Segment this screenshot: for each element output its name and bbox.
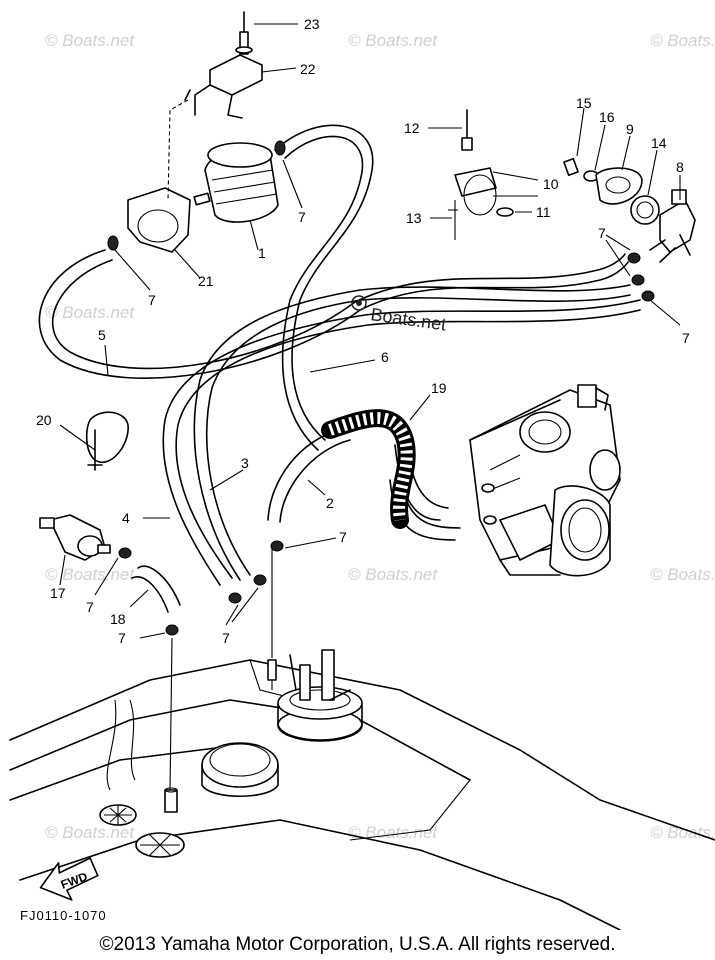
- watermark: © Boats.net: [45, 303, 135, 322]
- leader-lines: [59, 23, 681, 791]
- watermark: © Boats.net: [348, 823, 438, 842]
- callout-14: 14: [651, 135, 667, 151]
- hull-outline: [9, 659, 715, 930]
- callout-7: 7: [222, 630, 230, 646]
- watermark: © Boats.net: [348, 565, 438, 584]
- hose-clips: [107, 140, 655, 636]
- watermark: © Boats.net: [45, 565, 135, 584]
- callout-7: 7: [118, 630, 126, 646]
- watermark: © Boats.net: [650, 565, 715, 584]
- callout-6: 6: [381, 349, 389, 365]
- carburetor: [469, 384, 621, 577]
- corrugated-hose-19: [321, 409, 416, 529]
- drawing-code: FJ0110-1070: [20, 908, 107, 923]
- callout-2: 2: [326, 495, 334, 511]
- callout-7: 7: [682, 330, 690, 346]
- callout-7: 7: [86, 599, 94, 615]
- callout-3: 3: [241, 455, 249, 471]
- callout-9: 9: [626, 121, 634, 137]
- callout-5: 5: [98, 327, 106, 343]
- callout-23: 23: [304, 16, 320, 32]
- callout-10: 10: [543, 176, 559, 192]
- drain-plug-parts: [99, 787, 185, 858]
- fuel-system-exploded-diagram: © Boats.net © Boats.net © Boats.net © Bo…: [9, 11, 715, 930]
- callout-8: 8: [676, 159, 684, 175]
- callout-13: 13: [406, 210, 422, 226]
- watermark: © Boats.net: [650, 31, 715, 50]
- callout-18: 18: [110, 611, 126, 627]
- watermark: © Boats.net: [348, 31, 438, 50]
- watermark-group: © Boats.net © Boats.net © Boats.net © Bo…: [45, 31, 715, 842]
- callout-22: 22: [300, 61, 316, 77]
- callout-17: 17: [50, 585, 66, 601]
- clamp-assembly-10: [448, 109, 514, 240]
- callout-4: 4: [122, 510, 130, 526]
- callout-11: 11: [536, 204, 551, 220]
- callout-1: 1: [258, 245, 266, 261]
- callout-16: 16: [599, 109, 615, 125]
- fuel-cock-assembly: [563, 157, 696, 263]
- callout-7: 7: [598, 225, 606, 241]
- callout-7: 7: [339, 529, 347, 545]
- watermark: © Boats.net: [650, 823, 715, 842]
- filler-neck: [201, 742, 279, 798]
- watermark: © Boats.net: [45, 823, 135, 842]
- callout-12: 12: [404, 120, 420, 136]
- copyright-notice: ©2013 Yamaha Motor Corporation, U.S.A. A…: [99, 934, 616, 955]
- check-valve-17: [39, 514, 111, 561]
- callout-15: 15: [576, 95, 592, 111]
- callout-20: 20: [36, 412, 52, 428]
- watermark: Boats.net: [369, 304, 447, 334]
- callout-19: 19: [431, 380, 447, 396]
- fuel-sender-unit: [267, 649, 363, 742]
- fuel-filter-assembly: [127, 11, 279, 253]
- callout-7: 7: [148, 292, 156, 308]
- callout-labels: 23 22 21 1 7 7 12 15 16 9 14 8 10 11 13 …: [36, 16, 690, 646]
- strap-20: [85, 411, 129, 471]
- callout-7: 7: [298, 209, 306, 225]
- callout-21: 21: [198, 273, 214, 289]
- watermark: © Boats.net: [45, 31, 135, 50]
